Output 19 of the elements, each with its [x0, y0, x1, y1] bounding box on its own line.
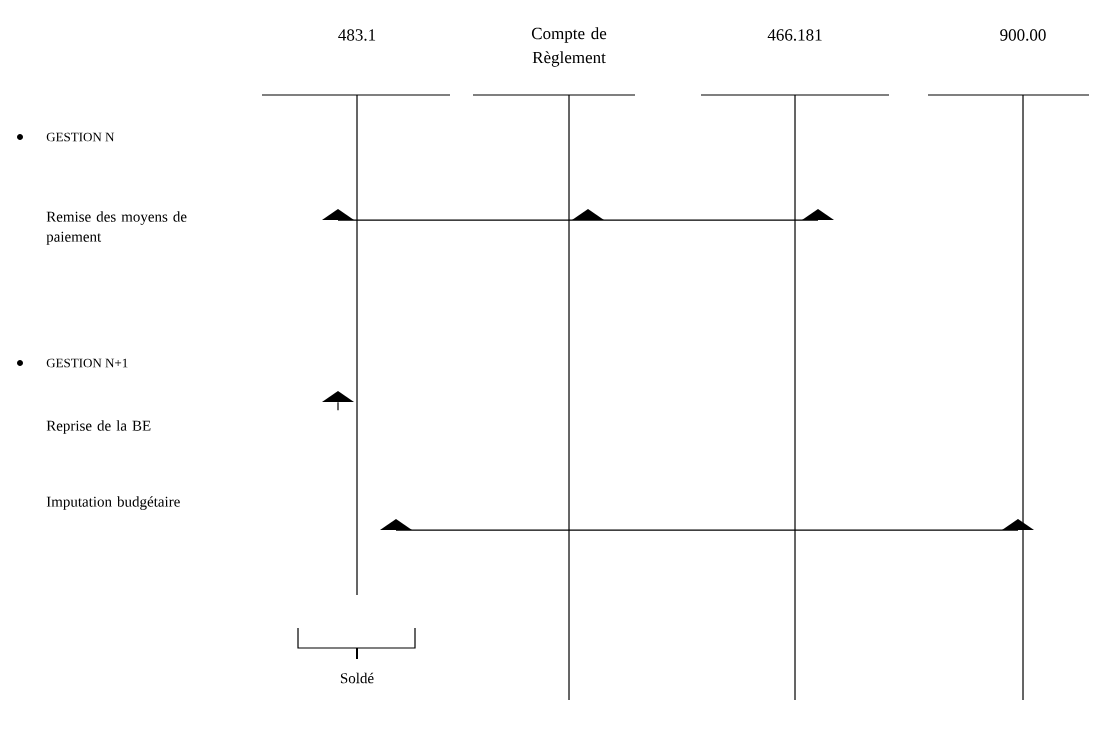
entry-marker — [322, 390, 354, 402]
row-label: Imputation budgétaire — [46, 496, 180, 510]
row-label: Reprise de la BE — [46, 420, 151, 434]
connector-line — [337, 219, 589, 221]
account-heading: 900.00 — [1000, 29, 1046, 41]
connector-line — [587, 219, 819, 221]
balance-label: Soldé — [340, 672, 374, 684]
account-heading: Compte de Règlement — [531, 27, 607, 67]
row-label: Remise des moyens de paiement — [46, 211, 187, 245]
entry-marker — [802, 208, 834, 220]
entry-marker — [572, 208, 604, 220]
entry-marker — [380, 518, 412, 530]
section-heading: GESTION N+1 — [46, 358, 128, 368]
connector-line — [395, 529, 1019, 531]
entry-marker — [322, 208, 354, 220]
account-heading: 483.1 — [338, 29, 376, 41]
entry-marker — [1002, 518, 1034, 530]
section-heading: GESTION N — [46, 132, 115, 142]
account-heading: 466.181 — [767, 29, 822, 41]
